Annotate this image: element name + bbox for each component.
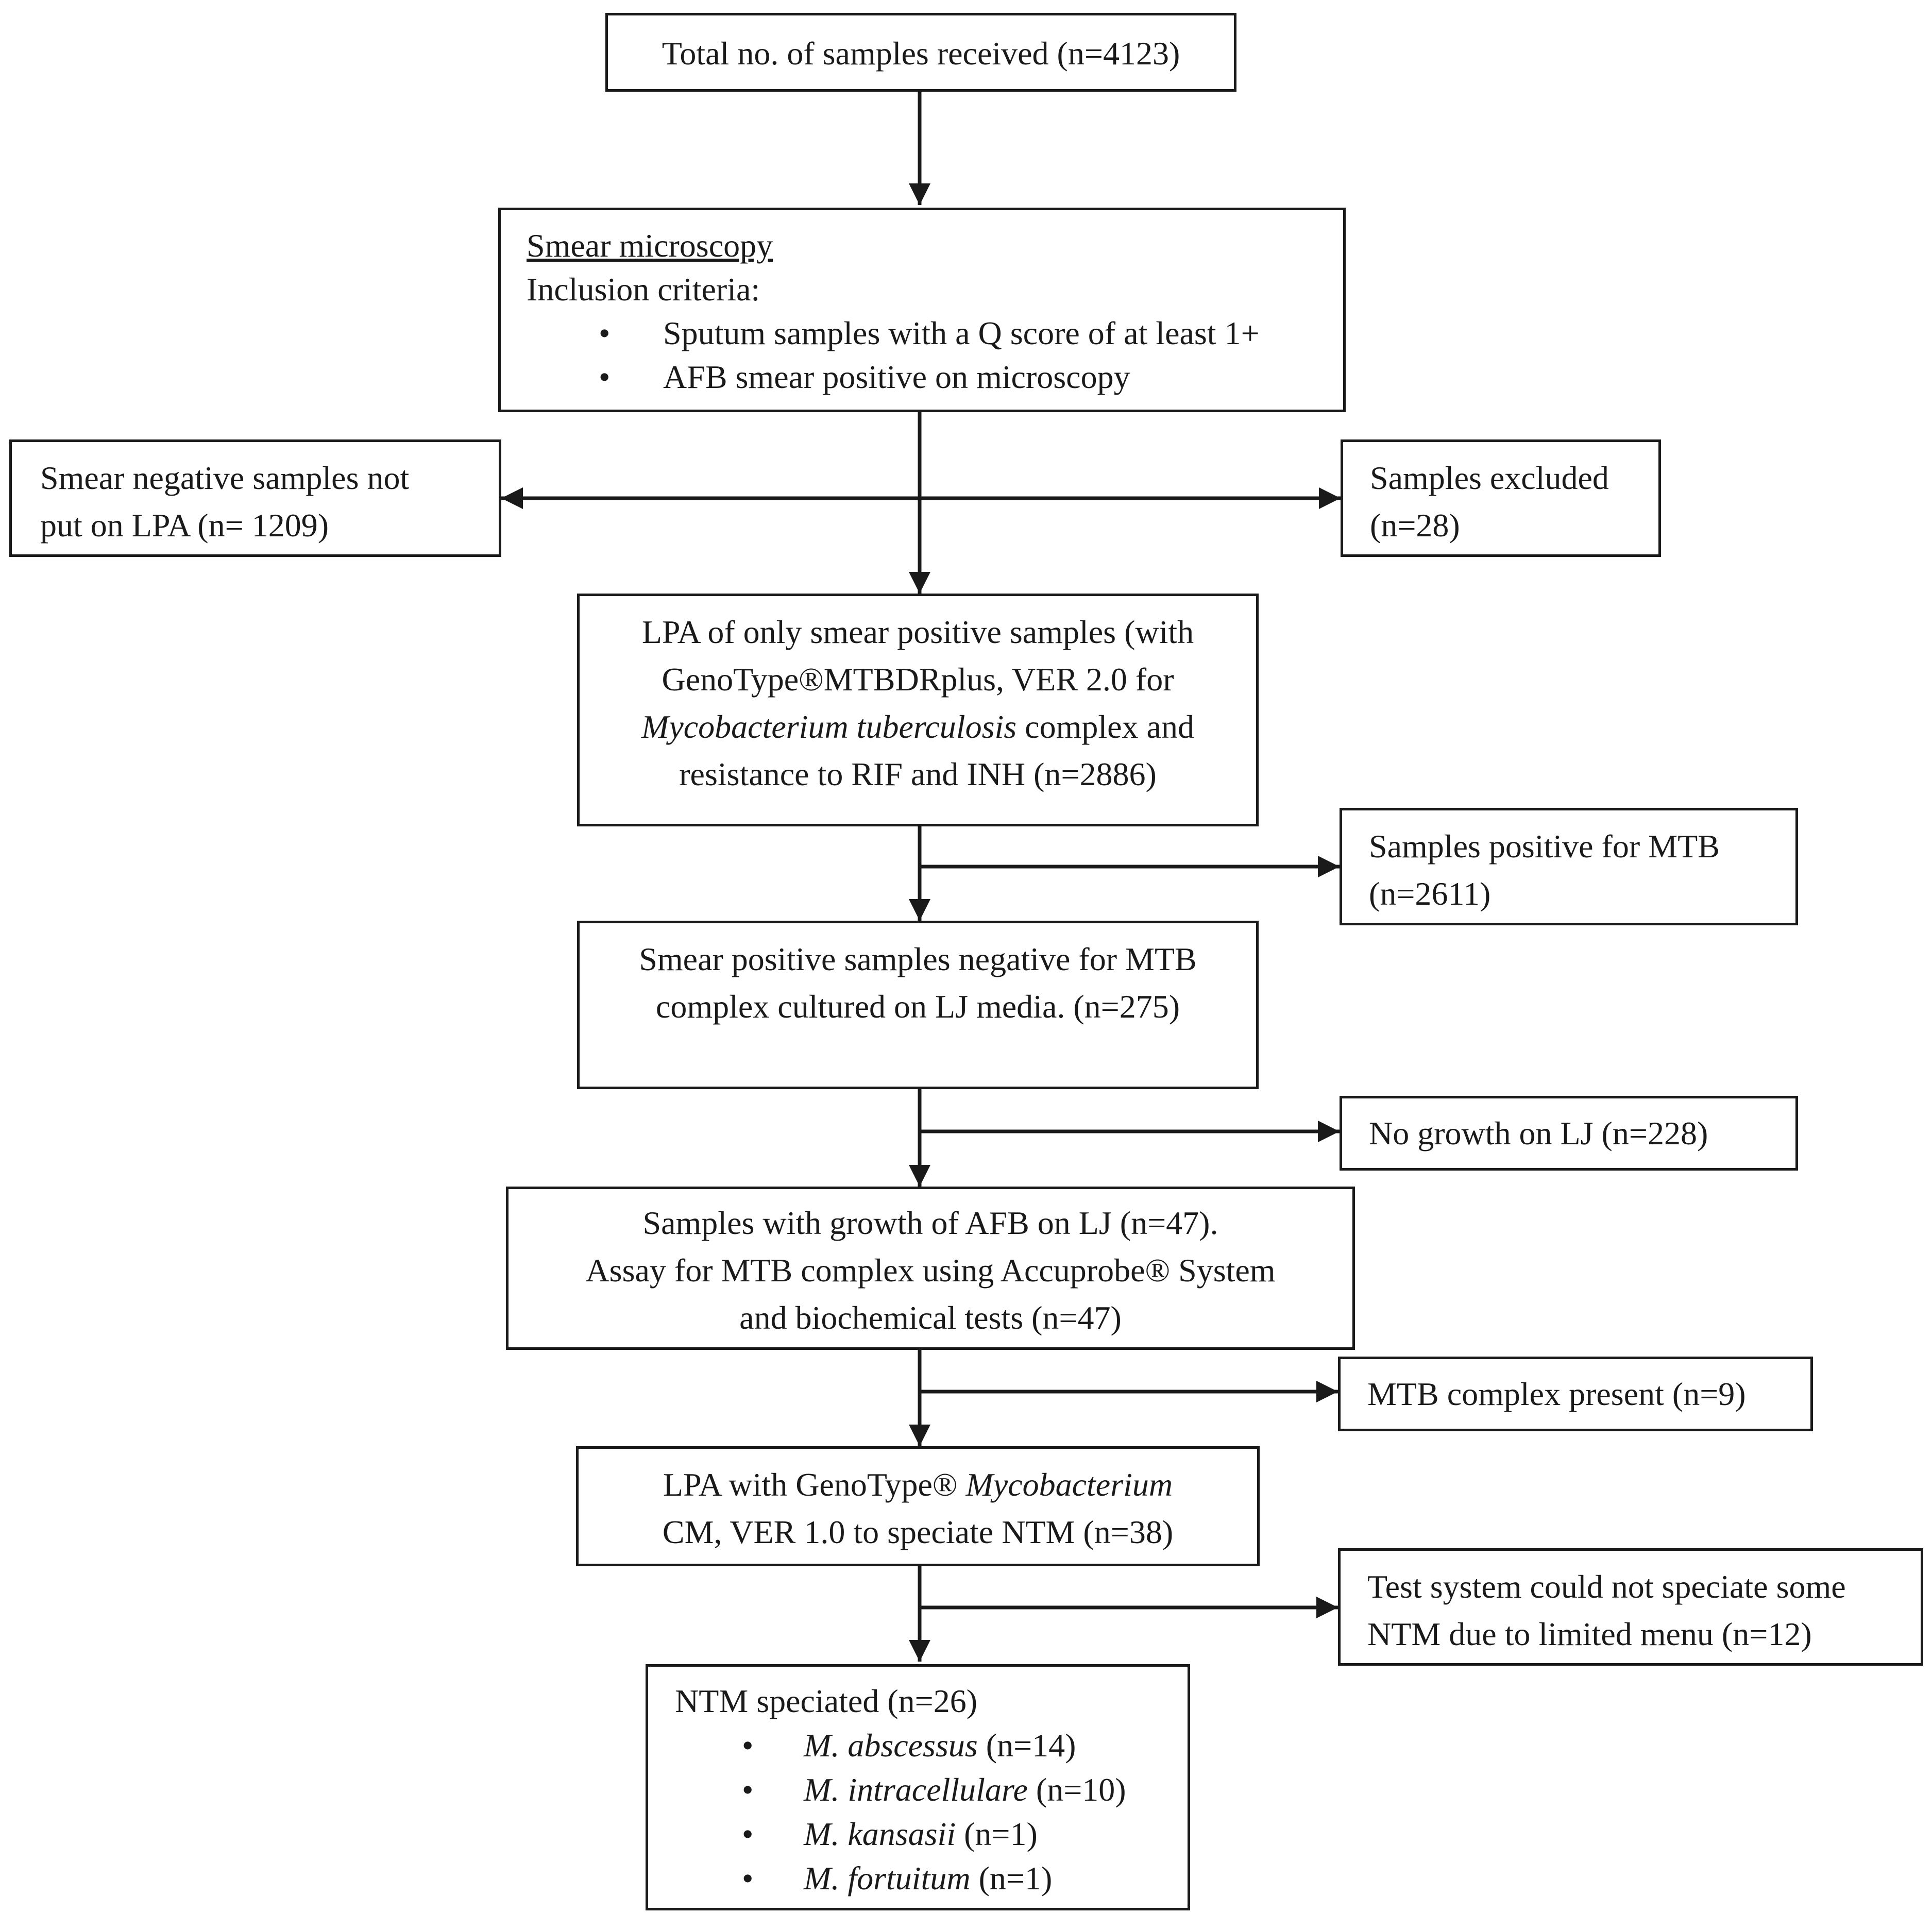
species-item: • M. kansasii (n=1) [675, 1812, 1188, 1856]
smear-negative-line: put on LPA (n= 1209) [40, 507, 329, 544]
ntm-speciated-box: NTM speciated (n=26) • M. abscessus (n=1… [646, 1664, 1190, 1910]
species-item: • M. abscessus (n=14) [675, 1723, 1188, 1768]
lpa2-prefix: LPA with GenoType® [663, 1466, 966, 1503]
species-item: • M. fortuitum (n=1) [675, 1856, 1188, 1901]
lpa1-line: Mycobacterium tuberculosis complex and [580, 703, 1256, 751]
mtb-positive-box: Samples positive for MTB (n=2611) [1340, 808, 1798, 925]
cultured-lj-box: Smear positive samples negative for MTB … [577, 921, 1259, 1089]
lpa1-line: LPA of only smear positive samples (with [641, 614, 1194, 650]
smear-negative-line: Smear negative samples not [40, 460, 410, 496]
growth-line: and biochemical tests (n=47) [739, 1299, 1122, 1336]
no-growth-box: No growth on LJ (n=228) [1340, 1096, 1798, 1171]
inclusion-criteria-label: Inclusion criteria: [527, 271, 760, 308]
could-not-line: Test system could not speciate some [1367, 1568, 1846, 1605]
lpa2-organism: Mycobacterium [965, 1466, 1173, 1503]
lpa1-organism: Mycobacterium tuberculosis [641, 708, 1017, 745]
criteria-text: Sputum samples with a Q score of at leas… [663, 315, 1260, 351]
samples-excluded-box: Samples excluded (n=28) [1341, 439, 1661, 557]
no-growth-text: No growth on LJ (n=228) [1369, 1115, 1708, 1152]
mtb-positive-line: (n=2611) [1369, 875, 1491, 912]
species-name: M. kansasii [804, 1816, 956, 1852]
bullet-icon: • [742, 1816, 754, 1852]
lpa2-line: CM, VER 1.0 to speciate NTM (n=38) [662, 1514, 1174, 1550]
species-count: (n=1) [970, 1860, 1053, 1897]
species-name: M. intracellulare [804, 1771, 1028, 1808]
excluded-line: Samples excluded [1370, 460, 1609, 496]
could-not-speciate-box: Test system could not speciate some NTM … [1338, 1548, 1923, 1666]
lpa1-line: GenoType®MTBDRplus, VER 2.0 for [662, 661, 1174, 698]
criteria-item: • AFB smear positive on microscopy [527, 355, 1343, 399]
lpa-cm-box: LPA with GenoType® Mycobacterium CM, VER… [576, 1446, 1260, 1566]
could-not-line: NTM due to limited menu (n=12) [1367, 1616, 1812, 1652]
criteria-item: • Sputum samples with a Q score of at le… [527, 311, 1343, 355]
species-count: (n=14) [977, 1727, 1076, 1764]
bullet-icon: • [742, 1771, 754, 1808]
mtb-complex-present-box: MTB complex present (n=9) [1338, 1357, 1813, 1431]
total-samples-box: Total no. of samples received (n=4123) [605, 13, 1236, 92]
species-item: • M. intracellulare (n=10) [675, 1768, 1188, 1812]
growth-line: Samples with growth of AFB on LJ (n=47). [642, 1205, 1218, 1241]
smear-negative-box: Smear negative samples not put on LPA (n… [9, 439, 501, 557]
total-samples-text: Total no. of samples received (n=4123) [662, 35, 1180, 72]
cultured-line: Smear positive samples negative for MTB [639, 941, 1197, 977]
cultured-line: complex cultured on LJ media. (n=275) [655, 988, 1180, 1025]
growth-afb-box: Samples with growth of AFB on LJ (n=47).… [506, 1187, 1355, 1350]
lpa1-line-rest: complex and [1016, 708, 1194, 745]
smear-heading: Smear microscopy [527, 227, 773, 264]
mtb-present-text: MTB complex present (n=9) [1367, 1376, 1746, 1412]
smear-microscopy-box: Smear microscopy Inclusion criteria: • S… [498, 208, 1346, 412]
excluded-line: (n=28) [1370, 507, 1460, 544]
species-name: M. fortuitum [804, 1860, 971, 1897]
bullet-icon: • [742, 1860, 754, 1897]
lpa1-line: resistance to RIF and INH (n=2886) [679, 756, 1157, 792]
mtb-positive-line: Samples positive for MTB [1369, 828, 1720, 865]
speciated-heading: NTM speciated (n=26) [675, 1683, 978, 1719]
criteria-text: AFB smear positive on microscopy [663, 359, 1130, 395]
bullet-icon: • [599, 315, 611, 351]
species-count: (n=10) [1027, 1771, 1126, 1808]
species-count: (n=1) [956, 1816, 1038, 1852]
bullet-icon: • [742, 1727, 754, 1764]
growth-line: Assay for MTB complex using Accuprobe® S… [585, 1252, 1276, 1289]
lpa-mtbdrplus-box: LPA of only smear positive samples (with… [577, 594, 1259, 826]
species-name: M. abscessus [804, 1727, 978, 1764]
lpa2-line: LPA with GenoType® Mycobacterium [579, 1461, 1257, 1509]
bullet-icon: • [599, 359, 611, 395]
